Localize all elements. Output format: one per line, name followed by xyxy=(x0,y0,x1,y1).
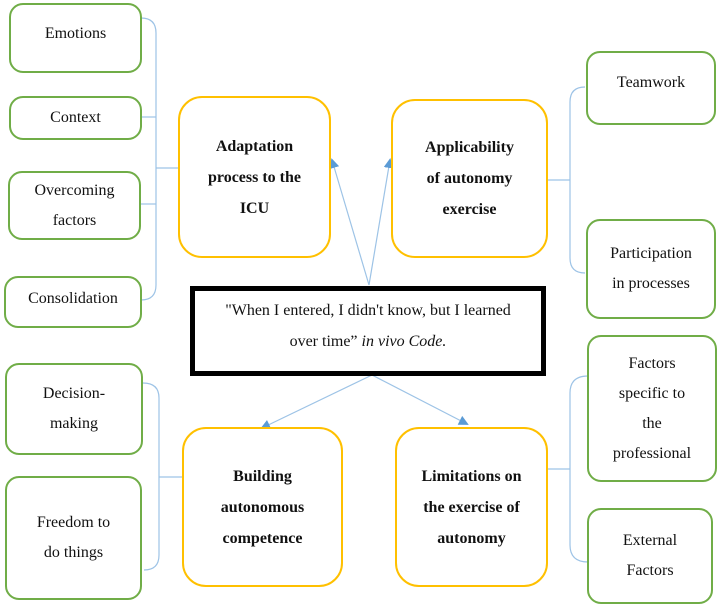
subcategory-context: Context xyxy=(9,96,142,140)
subcategory-label: Participation in processes xyxy=(610,245,692,292)
quote-text: "When I entered, I didn't know, but I le… xyxy=(225,302,511,350)
arrow-to-limitations xyxy=(371,374,469,425)
subcategory-freedom: Freedom to do things xyxy=(5,476,142,600)
category-label: Building autonomous competence xyxy=(220,467,305,547)
arrow-to-adaptation xyxy=(329,158,370,286)
subcategory-label: External Factors xyxy=(622,532,678,579)
subcategory-overcoming-factors: Overcoming factors xyxy=(8,171,141,240)
category-applicability: Applicability of autonomy exercise xyxy=(391,99,548,258)
subcategory-external-factors: External Factors xyxy=(587,508,713,604)
subcategory-decision-making: Decision- making xyxy=(5,363,143,455)
category-label: Applicability of autonomy exercise xyxy=(425,139,514,218)
bracket-limitations xyxy=(569,375,589,563)
subcategory-participation: Participation in processes xyxy=(586,219,716,319)
central-quote: "When I entered, I didn't know, but I le… xyxy=(225,295,511,357)
subcategory-consolidation: Consolidation xyxy=(4,276,142,328)
subcategory-label: Decision- making xyxy=(42,385,106,432)
subcategory-label: Consolidation xyxy=(28,290,118,307)
arrow-to-building xyxy=(260,374,373,430)
subcategory-label: Context xyxy=(50,109,101,126)
category-label: Adaptation process to the ICU xyxy=(207,137,302,217)
bracket-applicability xyxy=(569,86,586,274)
subcategory-factors-specific: Factors specific to the professional xyxy=(587,335,717,482)
subcategory-label: Factors specific to the professional xyxy=(612,354,692,462)
subcategory-label: Freedom to do things xyxy=(36,514,111,561)
category-label: Limitations on the exercise of autonomy xyxy=(421,467,522,547)
subcategory-emotions: Emotions xyxy=(9,3,142,73)
code-label: in vivo Code. xyxy=(361,333,447,350)
category-adaptation: Adaptation process to the ICU xyxy=(178,96,331,258)
arrow-to-applicability xyxy=(368,158,394,286)
subcategory-label: Teamwork xyxy=(616,74,686,91)
bracket-building xyxy=(142,382,160,571)
subcategory-label: Overcoming factors xyxy=(34,181,115,229)
subcategory-teamwork: Teamwork xyxy=(586,51,716,125)
bracket-adaptation xyxy=(140,17,157,301)
central-quote-box: "When I entered, I didn't know, but I le… xyxy=(190,286,546,376)
subcategory-label: Emotions xyxy=(44,25,107,42)
category-limitations: Limitations on the exercise of autonomy xyxy=(395,427,548,587)
category-building: Building autonomous competence xyxy=(182,427,343,587)
